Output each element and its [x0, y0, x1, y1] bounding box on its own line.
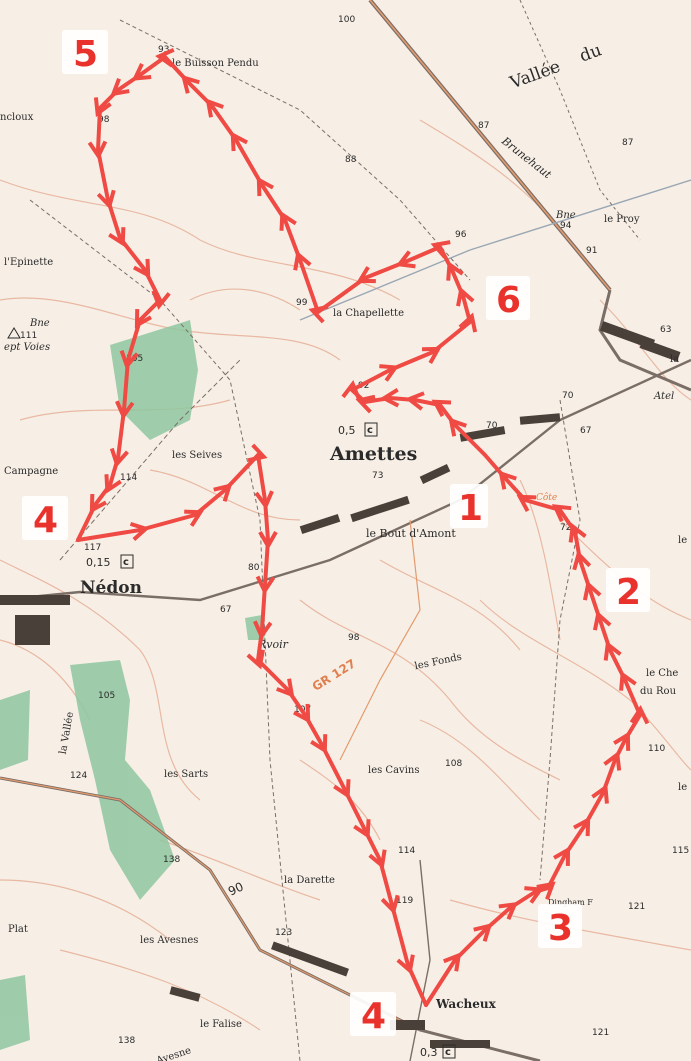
label-atel: Atel: [653, 391, 674, 402]
svg-text:99: 99: [296, 298, 308, 308]
svg-text:70: 70: [486, 421, 498, 431]
route-east-loop: [424, 453, 650, 1007]
svg-text:138: 138: [163, 855, 180, 865]
svg-text:108: 108: [445, 759, 462, 769]
label-seives: les Seives: [172, 450, 222, 461]
svg-text:67: 67: [580, 426, 591, 436]
svg-text:2: 2: [616, 572, 641, 613]
label-plat: Plat: [8, 924, 28, 935]
waypoint-5: 5: [62, 30, 108, 75]
svg-text:117: 117: [84, 543, 101, 553]
label-nedon: Nédon: [80, 578, 142, 598]
svg-text:121: 121: [628, 902, 645, 912]
label-le-right2: le: [678, 782, 687, 793]
svg-text:91: 91: [586, 246, 597, 256]
label-che: le Che: [646, 668, 678, 679]
svg-text:114: 114: [398, 846, 415, 856]
route-west-link: [76, 443, 428, 1007]
svg-text:4: 4: [361, 996, 386, 1037]
pop-nedon: 0,15: [86, 556, 111, 569]
svg-text:93: 93: [158, 45, 169, 55]
svg-text:87: 87: [622, 138, 633, 148]
svg-text:80: 80: [248, 563, 260, 573]
svg-text:98: 98: [348, 633, 360, 643]
pop-wacheux: 0,3: [420, 1046, 438, 1059]
waypoint-markers: 1 2 3 4 4 5 6: [22, 30, 650, 1037]
svg-text:5: 5: [73, 34, 98, 75]
svg-text:111: 111: [20, 331, 37, 341]
svg-text:87: 87: [478, 121, 489, 131]
label-cavins: les Cavins: [368, 765, 419, 776]
label-la: la: [670, 354, 679, 365]
pop-amettes-mark: c: [367, 425, 373, 436]
pop-amettes: 0,5: [338, 424, 356, 437]
svg-text:3: 3: [548, 908, 573, 949]
svg-text:110: 110: [648, 744, 665, 754]
label-rou: du Rou: [640, 686, 677, 697]
label-sept-voies: ept Voies: [4, 342, 50, 353]
hiking-route: [76, 48, 650, 1007]
label-wacheux: Wacheux: [435, 997, 497, 1011]
waypoint-2: 2: [606, 568, 650, 613]
route-north-loop: [76, 48, 487, 542]
svg-text:115: 115: [672, 846, 689, 856]
label-bne-left: Bne: [29, 318, 50, 329]
svg-text:123: 123: [275, 928, 292, 938]
svg-text:119: 119: [396, 896, 413, 906]
svg-text:114: 114: [120, 473, 137, 483]
label-proy: le Proy: [604, 214, 640, 225]
label-campagne: Campagne: [4, 466, 58, 477]
svg-text:4: 4: [33, 500, 58, 541]
label-chapellette: la Chapellette: [333, 308, 404, 319]
pop-nedon-mark: c: [123, 557, 129, 568]
label-falise: le Falise: [200, 1019, 242, 1030]
waypoint-6: 6: [486, 276, 530, 321]
label-incloux: ncloux: [0, 112, 34, 123]
waypoint-3: 3: [538, 904, 582, 949]
svg-text:100: 100: [338, 15, 355, 25]
label-sarts: les Sarts: [164, 769, 208, 780]
svg-text:121: 121: [592, 1028, 609, 1038]
svg-text:94: 94: [560, 221, 572, 231]
label-cote: Côte: [536, 492, 557, 503]
label-buisson: le Buisson Pendu: [172, 58, 259, 69]
label-avesnes: les Avesnes: [140, 935, 198, 946]
label-amettes: Amettes: [329, 443, 417, 465]
svg-text:96: 96: [455, 230, 467, 240]
svg-text:6: 6: [496, 280, 521, 321]
svg-text:70: 70: [562, 391, 574, 401]
label-epinette: l'Epinette: [4, 257, 53, 268]
pop-wacheux-mark: c: [445, 1047, 451, 1058]
triangulation-point-icon: [7, 327, 21, 339]
label-bout-amont: le Bout d'Amont: [366, 527, 456, 540]
label-bne-top: Bne: [555, 210, 576, 221]
waypoint-4-nedon: 4: [22, 496, 68, 541]
svg-text:105: 105: [98, 691, 115, 701]
svg-text:63: 63: [660, 325, 671, 335]
svg-text:88: 88: [345, 155, 357, 165]
label-le-right: le: [678, 535, 687, 546]
svg-text:73: 73: [372, 471, 383, 481]
svg-text:1: 1: [458, 488, 483, 529]
label-darette: la Darette: [284, 875, 335, 886]
waypoint-4-wacheux: 4: [350, 992, 396, 1037]
waypoint-1: 1: [450, 484, 488, 529]
svg-text:124: 124: [70, 771, 87, 781]
svg-text:138: 138: [118, 1036, 135, 1046]
svg-text:67: 67: [220, 605, 231, 615]
